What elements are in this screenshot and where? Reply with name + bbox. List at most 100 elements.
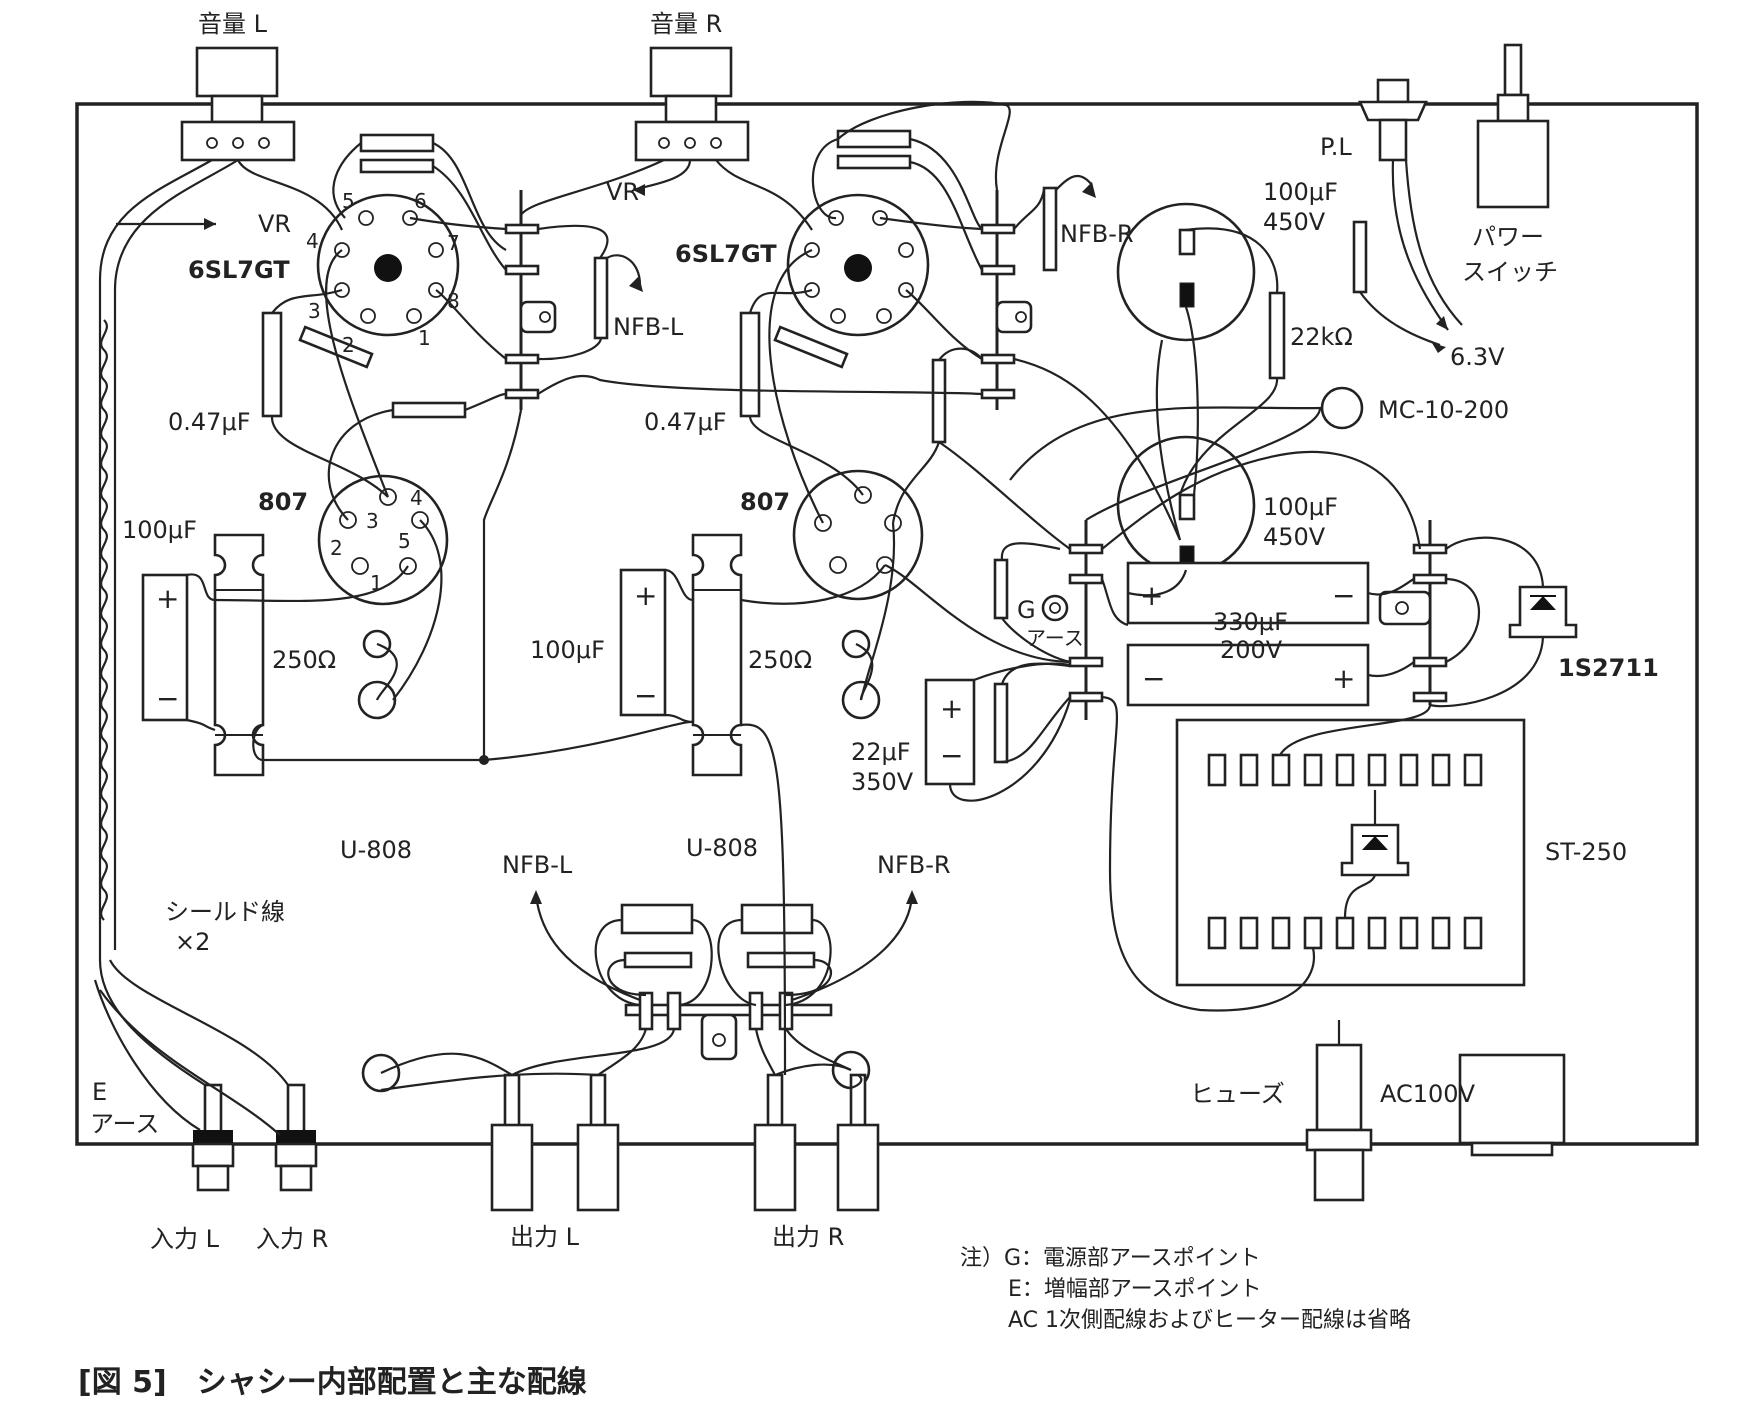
tag-strip-power-left — [1068, 520, 1104, 720]
resistor-22k — [1268, 291, 1286, 380]
resistor-out-1 — [620, 903, 694, 935]
807-pin-label-2: 2 — [330, 536, 343, 560]
label-807-right: 807 — [740, 488, 790, 516]
resistor-out-2 — [623, 951, 693, 969]
output-terminal-l1 — [490, 1073, 534, 1212]
pin-label-5: 5 — [342, 189, 355, 213]
diode-1s2711 — [1508, 585, 1578, 639]
label-shield-wire: シールド線 — [165, 898, 285, 926]
label-807-left: 807 — [258, 488, 308, 516]
output-terminal-r1 — [753, 1073, 797, 1212]
label-cap-top-2: 450V — [1263, 208, 1326, 236]
label-note-3: AC 1次側配線およびヒーター配線は省略 — [1008, 1308, 1411, 1333]
resistor-diag-2 — [773, 325, 849, 369]
label-res-250-left: 250Ω — [272, 646, 336, 674]
label-diode: 1S2711 — [1558, 654, 1659, 682]
pin-label-4: 4 — [306, 229, 319, 253]
label-g-earth: アース — [1026, 626, 1084, 650]
figure-caption: [図 5] シャシー内部配置と主な配線 — [78, 1365, 587, 1400]
label-cap-047-left: 0.47μF — [168, 408, 251, 436]
label-6-3v: 6.3V — [1450, 343, 1505, 371]
ac-inlet — [1458, 1053, 1566, 1157]
label-cap-mid-2: 450V — [1263, 523, 1326, 551]
pilot-lamp — [1352, 78, 1429, 294]
label-mc: MC-10-200 — [1378, 396, 1509, 424]
pin-label-8: 8 — [447, 289, 460, 313]
tag-strip-output — [624, 991, 833, 1061]
resistor-diag-1 — [298, 325, 374, 369]
807-pin-label-4: 4 — [410, 486, 423, 510]
label-vr-1: VR — [258, 210, 291, 238]
resistor-out-3 — [740, 903, 814, 935]
grommet-mc — [1320, 386, 1364, 430]
label-cap-330-1: 330μF — [1213, 608, 1288, 636]
polarity-plus-3: + — [1140, 579, 1163, 612]
label-6sl7gt-right: 6SL7GT — [675, 240, 777, 268]
cap-block-top — [1116, 202, 1256, 342]
label-ac100v: AC100V — [1380, 1080, 1476, 1108]
pin-label-7: 7 — [447, 231, 460, 255]
label-st250: ST-250 — [1545, 838, 1627, 866]
label-res-250-right: 250Ω — [748, 646, 812, 674]
resistor-vert-mid — [931, 358, 947, 444]
label-cap-top-1: 100μF — [1263, 178, 1338, 206]
label-vol-l: 音量 L — [198, 10, 268, 38]
label-cap-22-1: 22μF — [851, 738, 911, 766]
807-pin-label-5: 5 — [398, 529, 411, 553]
label-nfb-r-top: NFB-R — [1060, 220, 1134, 248]
cap-047-right-body — [739, 311, 761, 418]
label-shield-count: ×2 — [175, 928, 210, 956]
tube-socket-6sl7-left — [316, 193, 460, 337]
label-pl: P.L — [1320, 133, 1352, 161]
polarity-minus-3: − — [1332, 579, 1355, 612]
polarity-plus-1: + — [156, 582, 179, 615]
cap-100-mid-body — [619, 568, 667, 717]
cap-047-left-body — [261, 311, 283, 418]
label-cap-047-right: 0.47μF — [644, 408, 727, 436]
label-fuse: ヒューズ — [1190, 1080, 1285, 1108]
label-power-switch-2: スイッチ — [1462, 258, 1558, 286]
tube-socket-6sl7-right — [786, 193, 930, 337]
output-terminal-r2 — [836, 1073, 880, 1212]
resistor-top-1 — [359, 133, 435, 153]
polarity-minus-5: − — [940, 739, 963, 772]
tube-socket-807-left — [317, 474, 449, 606]
resistor-nfb-l — [593, 256, 609, 340]
res-250-right-body — [691, 533, 743, 777]
label-earth: アース — [90, 1110, 159, 1138]
polarity-minus-2: − — [634, 679, 657, 712]
resistor-top-2 — [359, 158, 435, 174]
807-pin-label-3: 3 — [366, 509, 379, 533]
volume-pot-left — [180, 46, 296, 162]
resistor-top-4 — [836, 154, 912, 170]
polarity-minus-4: − — [1142, 662, 1165, 695]
output-terminal-l2 — [576, 1073, 620, 1212]
st-250-transformer — [1175, 718, 1526, 987]
label-6sl7gt-left: 6SL7GT — [188, 256, 290, 284]
g-earth-point — [1041, 594, 1069, 622]
pin-label-1: 1 — [418, 326, 431, 350]
label-power-switch-1: パワー — [1472, 223, 1544, 251]
input-jack-right — [274, 1083, 318, 1192]
label-cap-100-mid: 100μF — [530, 636, 605, 664]
resistor-nfb-r — [1042, 186, 1058, 272]
label-res-22k: 22kΩ — [1290, 323, 1353, 351]
label-note-1: 注）G：電源部アースポイント — [960, 1246, 1261, 1271]
tag-strip-power-right — [1378, 520, 1448, 705]
label-earth-e: E — [92, 1078, 107, 1106]
pin-label-2: 2 — [342, 333, 355, 357]
cap-100-left-body — [141, 573, 189, 722]
pin-label-3: 3 — [308, 299, 321, 323]
label-cap-22-2: 350V — [851, 768, 914, 796]
label-note-2: E：増幅部アースポイント — [1008, 1277, 1261, 1302]
input-jack-left — [191, 1083, 235, 1192]
resistor-mid-1 — [391, 401, 467, 419]
label-input-l: 入力 L — [150, 1225, 220, 1253]
label-g: G — [1017, 596, 1036, 624]
chassis-frame — [75, 102, 1699, 1146]
polarity-plus-5: + — [940, 692, 963, 725]
label-output-r: 出力 R — [772, 1223, 844, 1251]
label-cap-mid-1: 100μF — [1263, 493, 1338, 521]
resistor-top-3 — [836, 129, 912, 149]
